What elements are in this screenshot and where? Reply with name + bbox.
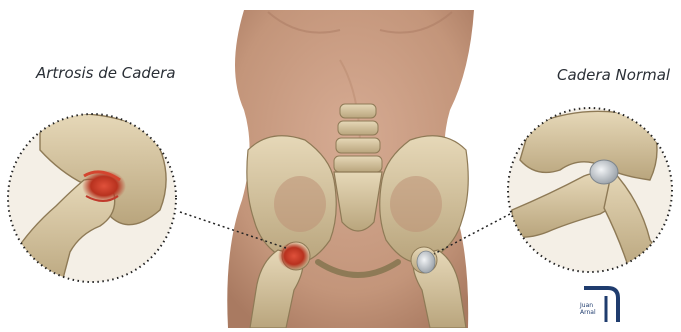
zoom-arthritis	[8, 114, 176, 290]
lumbar-spine	[334, 104, 382, 172]
zoom-normal	[508, 108, 672, 272]
label-arthritis: Artrosis de Cadera	[36, 64, 176, 82]
normal-cartilage-marker	[417, 251, 435, 273]
inflamed-joint-marker	[278, 242, 310, 270]
logo-line-1: Juan	[580, 302, 596, 309]
label-normal: Cadera Normal	[557, 66, 670, 84]
logo-line-2: Arnal	[580, 309, 596, 316]
logo-text: Juan Arnal	[580, 302, 596, 316]
